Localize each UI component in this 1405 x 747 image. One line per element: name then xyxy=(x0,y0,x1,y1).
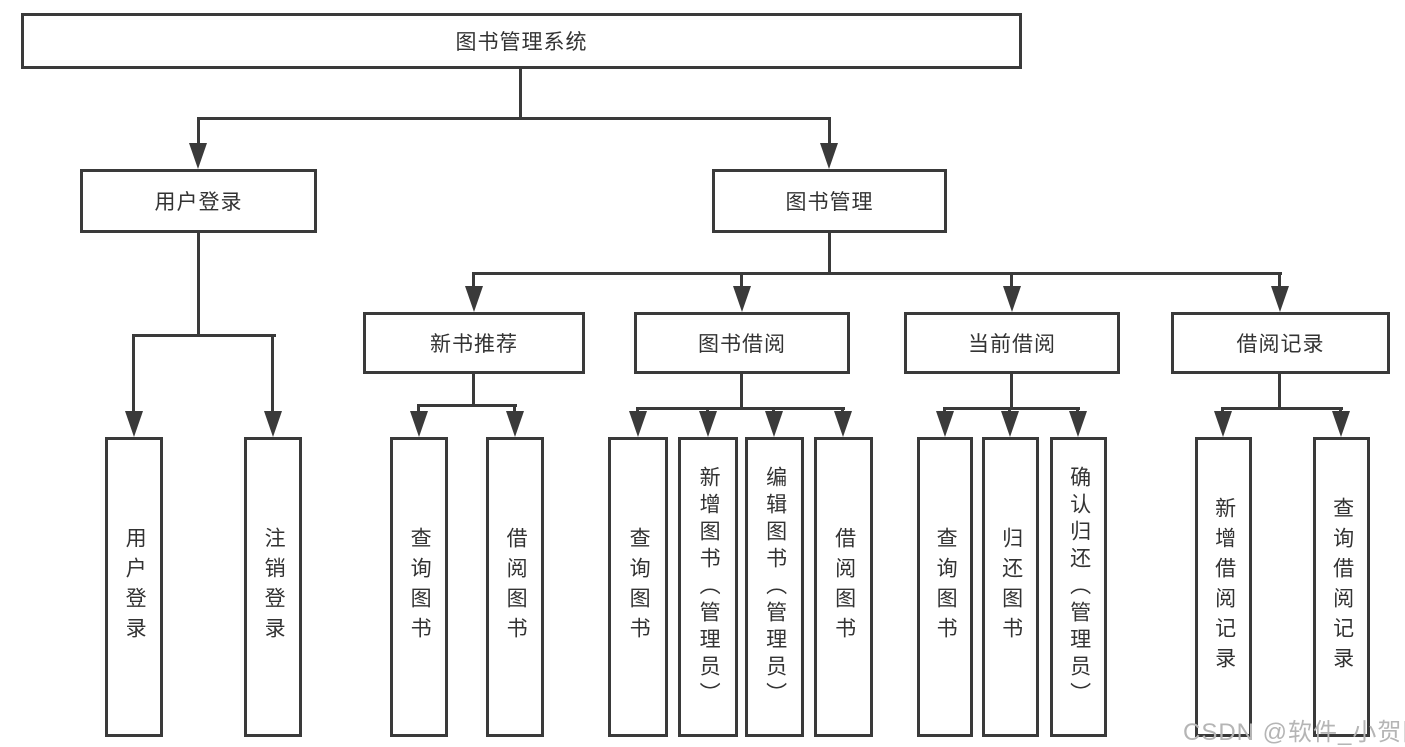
leaf-label: 查询图书 xyxy=(934,527,958,647)
leaf-label: 新增图书（管理员） xyxy=(697,465,721,709)
connector-line xyxy=(636,407,845,410)
leaf-query-books-recommend: 查询图书 xyxy=(390,437,448,737)
node-label: 当前借阅 xyxy=(968,333,1056,356)
node-book-borrow: 图书借阅 xyxy=(634,312,850,374)
connector-line xyxy=(841,407,844,414)
leaf-return-books: 归还图书 xyxy=(982,437,1039,737)
connector-line xyxy=(417,404,517,407)
connector-line xyxy=(197,117,200,145)
connector-line xyxy=(519,69,522,120)
leaf-label: 用户登录 xyxy=(123,527,147,647)
connector-line xyxy=(472,272,475,288)
leaf-query-books-borrow: 查询图书 xyxy=(608,437,668,737)
arrow-down-icon xyxy=(1003,286,1021,312)
leaf-label: 新增借阅记录 xyxy=(1212,497,1236,677)
connector-line xyxy=(472,272,1282,275)
node-user-login: 用户登录 xyxy=(80,169,317,233)
leaf-confirm-return-admin: 确认归还（管理员） xyxy=(1050,437,1107,737)
connector-line xyxy=(132,334,276,337)
leaf-add-borrow-record: 新增借阅记录 xyxy=(1195,437,1252,737)
leaf-query-books-current: 查询图书 xyxy=(917,437,973,737)
connector-line xyxy=(197,233,200,337)
arrow-down-icon xyxy=(125,411,143,437)
connector-line xyxy=(636,407,639,414)
connector-line xyxy=(828,233,831,275)
connector-line xyxy=(1010,374,1013,410)
connector-line xyxy=(197,117,831,120)
connector-line xyxy=(1008,407,1011,414)
connector-line xyxy=(1278,272,1281,288)
node-borrow-records: 借阅记录 xyxy=(1171,312,1390,374)
leaf-add-books-admin: 新增图书（管理员） xyxy=(678,437,738,737)
connector-line xyxy=(417,404,420,413)
connector-line xyxy=(706,407,709,414)
node-book-management: 图书管理 xyxy=(712,169,947,233)
node-label: 借阅记录 xyxy=(1236,333,1325,356)
connector-line xyxy=(1076,407,1079,414)
arrow-down-icon xyxy=(465,286,483,312)
arrow-down-icon xyxy=(189,143,207,169)
leaf-label: 归还图书 xyxy=(999,527,1023,647)
arrow-down-icon xyxy=(699,411,717,437)
connector-line xyxy=(513,404,516,413)
watermark: CSDN @软件_小贺同学 xyxy=(1183,719,1405,746)
arrow-down-icon xyxy=(733,286,751,312)
arrow-down-icon xyxy=(264,411,282,437)
node-new-book-recommend: 新书推荐 xyxy=(363,312,585,374)
connector-line xyxy=(740,272,743,288)
connector-line xyxy=(943,407,1080,410)
node-label: 图书借阅 xyxy=(698,333,786,356)
connector-line xyxy=(1010,272,1013,288)
connector-line xyxy=(1221,407,1224,414)
connector-line xyxy=(828,117,831,145)
arrow-down-icon xyxy=(410,411,428,437)
arrow-down-icon xyxy=(1271,286,1289,312)
leaf-label: 借阅图书 xyxy=(832,527,856,647)
connector-line xyxy=(772,407,775,414)
node-current-borrow: 当前借阅 xyxy=(904,312,1120,374)
connector-line xyxy=(740,374,743,410)
arrow-down-icon xyxy=(1069,411,1087,437)
connector-line xyxy=(271,334,274,414)
leaf-borrow-books-recommend: 借阅图书 xyxy=(486,437,544,737)
leaf-query-borrow-record: 查询借阅记录 xyxy=(1313,437,1370,737)
arrow-down-icon xyxy=(1214,411,1232,437)
leaf-label: 查询图书 xyxy=(408,527,432,647)
connector-line xyxy=(1221,407,1343,410)
connector-line xyxy=(472,374,475,407)
connector-line xyxy=(1339,407,1342,414)
node-label: 图书管理系统 xyxy=(455,31,588,54)
leaf-label: 查询借阅记录 xyxy=(1330,497,1354,677)
leaf-edit-books-admin: 编辑图书（管理员） xyxy=(745,437,804,737)
arrow-down-icon xyxy=(1001,411,1019,437)
node-label: 用户登录 xyxy=(154,191,243,214)
leaf-borrow-books: 借阅图书 xyxy=(814,437,873,737)
leaf-label: 编辑图书（管理员） xyxy=(763,465,787,709)
leaf-label: 确认归还（管理员） xyxy=(1067,465,1091,709)
node-label: 新书推荐 xyxy=(430,333,518,356)
arrow-down-icon xyxy=(834,411,852,437)
leaf-user-login: 用户登录 xyxy=(105,437,163,737)
arrow-down-icon xyxy=(765,411,783,437)
leaf-label: 借阅图书 xyxy=(504,527,528,647)
node-label: 图书管理 xyxy=(785,191,874,214)
arrow-down-icon xyxy=(820,143,838,169)
arrow-down-icon xyxy=(1332,411,1350,437)
arrow-down-icon xyxy=(506,411,524,437)
leaf-label: 查询图书 xyxy=(627,527,651,647)
leaf-label: 注销登录 xyxy=(262,527,286,647)
leaf-logout: 注销登录 xyxy=(244,437,302,737)
node-library-management-system: 图书管理系统 xyxy=(21,13,1022,69)
connector-line xyxy=(132,334,135,414)
connector-line xyxy=(943,407,946,414)
arrow-down-icon xyxy=(629,411,647,437)
arrow-down-icon xyxy=(936,411,954,437)
connector-line xyxy=(1278,374,1281,410)
